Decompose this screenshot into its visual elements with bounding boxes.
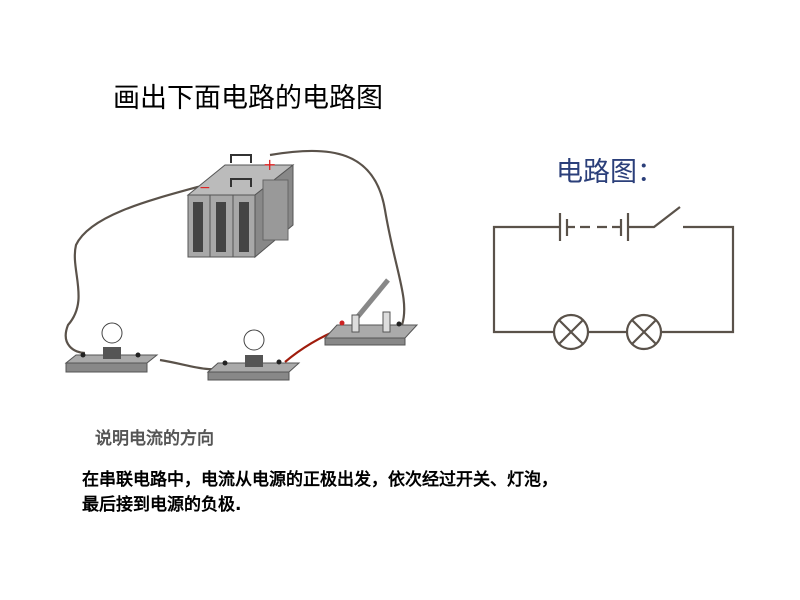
positive-sign: + (263, 155, 276, 174)
wire-right (661, 225, 735, 334)
wire-left (492, 225, 560, 334)
switch-icon (323, 278, 419, 346)
bulb-board-2 (206, 329, 301, 381)
slide-title: 画出下面电路的电路图 (113, 83, 383, 114)
bulb-board-1 (64, 322, 159, 373)
answer-line-2: 最后接到电源的负极. (82, 495, 242, 515)
answer-line-1: 在串联电路中，电流从电源的正极出发，依次经过开关、灯泡， (82, 470, 558, 490)
negative-sign: − (199, 180, 211, 196)
circuit-diagram-title: 电路图： (556, 157, 664, 188)
lamp-icon (552, 313, 590, 351)
bulb-icon (243, 329, 265, 351)
lamp-icon (625, 313, 663, 351)
answer-text: 在串联电路中，电流从电源的正极出发，依次经过开关、灯泡， 最后接到电源的负极. (82, 468, 558, 518)
battery-icon: + − (186, 154, 295, 259)
switch-lever (628, 206, 681, 229)
bulb-icon (101, 322, 123, 344)
explain-label: 说明电流的方向 (95, 429, 214, 449)
